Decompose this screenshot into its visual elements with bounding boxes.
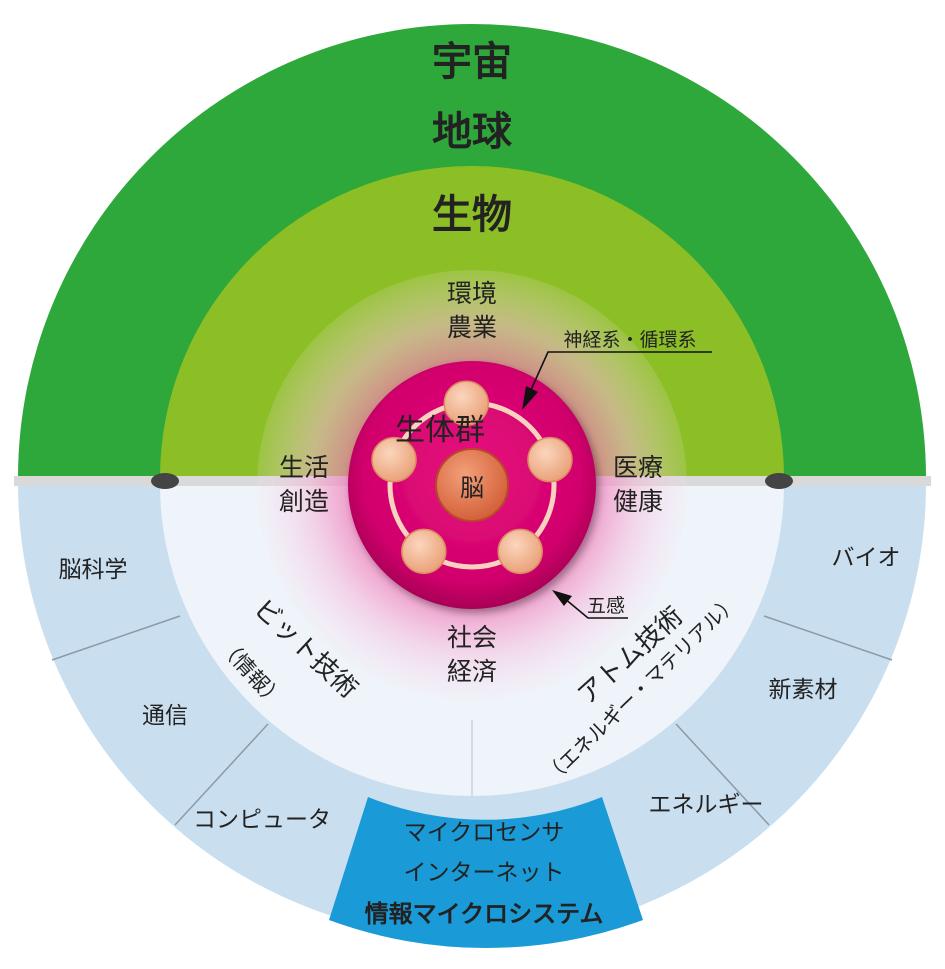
label-earth: 地球 [432,109,513,155]
label-universe: 宇宙 [432,39,512,85]
sense-node-4 [401,528,447,575]
label-agriculture: 農業 [447,313,497,342]
label-living: 生活 [279,453,329,482]
sense-node-5 [371,436,417,483]
segment-dividers [51,615,893,826]
band-cap-left [151,473,179,489]
segment-computer: コンピュータ [193,807,331,833]
annotation-arrows [529,351,712,619]
arrow-head-nervous [522,386,538,410]
segment-energy: エネルギー [649,792,764,818]
center-info-micro-system: 情報マイクロシステム [365,900,604,928]
label-society: 社会 [447,623,497,652]
center-micro-sensor: マイクロセンサ [404,820,565,846]
label-economy: 経済 [447,657,497,686]
sense-node-1 [443,380,490,426]
sense-nodes [371,380,573,575]
label-body-group: 生体群 [395,413,485,448]
label-health: 健康 [613,487,663,516]
label-five-senses: 五感 [587,595,625,617]
segment-bio: バイオ [832,545,901,571]
label-brain: 脳 [460,474,484,502]
label-creation: 創造 [279,487,329,516]
center-internet: インターネット [404,860,565,886]
brain-node [435,448,509,522]
center-segment-bg [329,797,643,949]
label-environment: 環境 [447,279,497,308]
band-cap-right [765,473,793,489]
label-medical: 医療 [613,453,663,482]
segment-brain-science: 脳科学 [59,557,128,583]
sense-node-2 [527,436,573,483]
segment-communication: 通信 [142,703,188,729]
arrow-head-senses [552,590,572,606]
label-life: 生物 [432,192,512,238]
segment-new-materials: 新素材 [769,677,838,703]
sense-node-3 [497,528,543,575]
label-nervous-circulatory: 神経系・循環系 [563,329,696,351]
